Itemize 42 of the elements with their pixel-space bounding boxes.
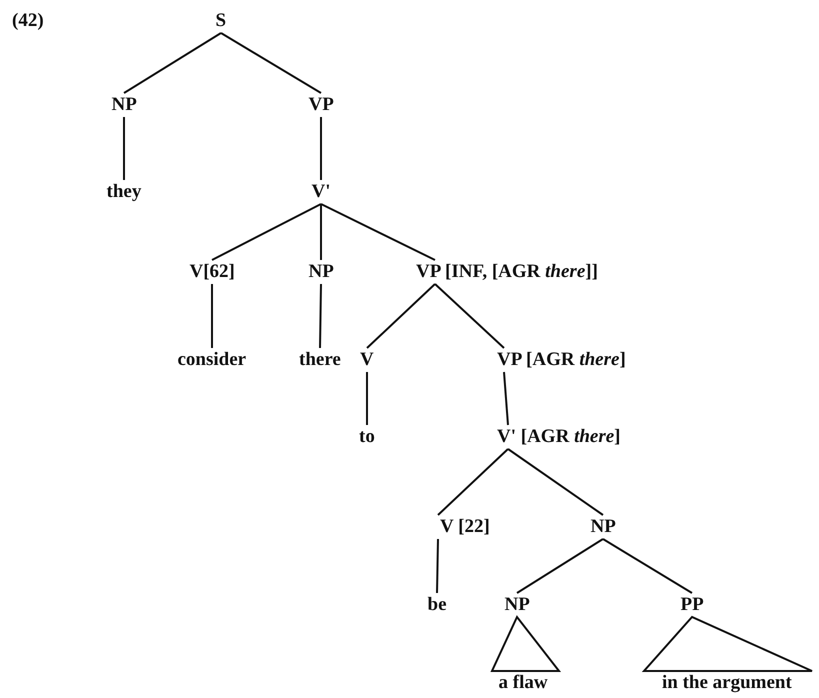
tree-branch-line (434, 283, 505, 349)
tree-branch-line (366, 372, 368, 425)
tree-branch-line (211, 284, 213, 348)
tree-branch-line (437, 448, 509, 516)
tree-branch-line (436, 538, 439, 594)
category-label: S (216, 11, 226, 31)
word-label: there (299, 350, 341, 370)
tree-branch-line (366, 283, 436, 349)
triangle-branch (490, 615, 562, 672)
category-label: NP (590, 517, 616, 537)
category-label: V' (312, 182, 330, 202)
category-label: VP [AGR there] (497, 350, 626, 370)
example-number: (42) (12, 11, 44, 31)
tree-branch-line (503, 372, 509, 426)
category-label: NP (112, 95, 137, 115)
tree-branch-line (220, 32, 322, 94)
tree-branch-line (320, 117, 322, 180)
tree-branch-line (507, 448, 604, 516)
category-label: NP (308, 262, 334, 282)
word-label: in the argument (662, 673, 792, 693)
tree-branch-line (123, 32, 222, 94)
category-label: NP (504, 595, 530, 615)
tree-branch-line (320, 204, 322, 260)
word-label: to (359, 427, 375, 447)
category-label: V [22] (440, 517, 490, 537)
word-label: consider (178, 350, 246, 370)
category-label: PP (680, 595, 704, 615)
word-label: they (106, 182, 142, 202)
category-label: V' [AGR there] (497, 427, 620, 447)
category-label: V (360, 350, 374, 370)
word-label: be (428, 595, 446, 615)
tree-branch-line (320, 203, 436, 261)
triangle-branch (642, 616, 813, 672)
word-label: a flaw (498, 673, 548, 693)
tree-branch-line (212, 203, 322, 261)
tree-branch-line (319, 284, 322, 348)
tree-branch-line (602, 538, 693, 594)
category-label: V[62] (190, 262, 235, 282)
tree-branch-line (123, 117, 125, 180)
category-label: VP (308, 95, 334, 115)
tree-branch-line (516, 538, 604, 594)
category-label: VP [INF, [AGR there]] (416, 262, 598, 282)
